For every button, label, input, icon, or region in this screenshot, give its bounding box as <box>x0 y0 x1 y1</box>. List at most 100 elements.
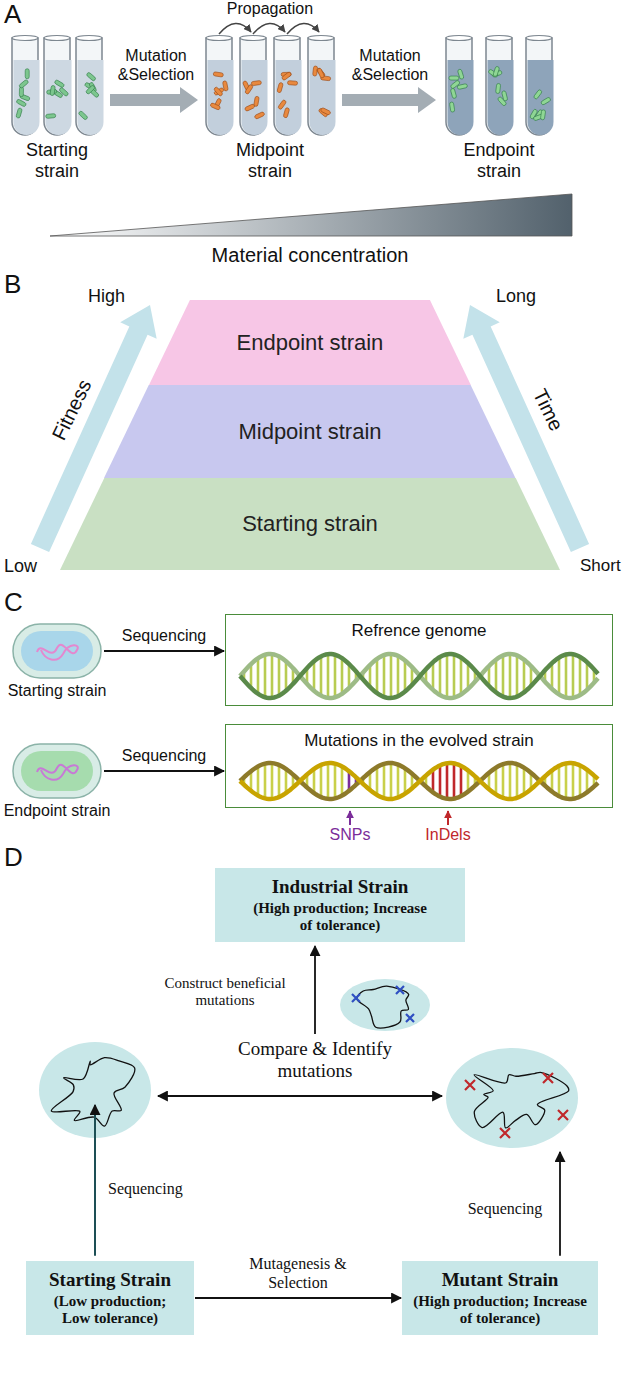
base-pair <box>565 763 568 798</box>
bacterium <box>281 72 291 81</box>
culture-liquid <box>242 60 268 135</box>
cell-label: Starting strain <box>0 682 114 700</box>
mutation-mark <box>406 1014 414 1022</box>
tube-rim <box>76 36 102 41</box>
dna-strand <box>240 654 598 698</box>
base-pair <box>334 764 337 799</box>
band-label: Starting strain <box>242 511 378 536</box>
culture-liquid <box>208 60 234 135</box>
tube-rim <box>240 36 266 41</box>
bacterium <box>59 87 69 97</box>
chromosome <box>37 765 78 780</box>
panel-letter: B <box>4 270 21 300</box>
bacterium <box>16 108 23 119</box>
fitness-band: Starting strain <box>60 478 560 570</box>
base-pair <box>383 764 386 798</box>
base-pair <box>264 764 267 799</box>
bacterium <box>254 96 260 107</box>
band-fill <box>104 385 515 478</box>
strain-title: Starting Strain <box>34 1269 186 1291</box>
base-pair <box>327 763 330 799</box>
culture-liquid <box>14 60 40 135</box>
bacterium <box>214 87 225 95</box>
compare-arrow <box>158 1095 442 1097</box>
base-pair <box>390 654 393 698</box>
tube-rim <box>274 36 300 41</box>
tube-rim <box>308 36 334 41</box>
cell-drawing <box>11 622 103 680</box>
mutation-label: InDels <box>413 826 483 844</box>
base-pair <box>516 764 519 798</box>
base-pair <box>502 764 505 798</box>
step-label: Sequencing <box>460 1200 550 1218</box>
bacterium <box>244 104 255 112</box>
strain-traits: (High production; Increase of tolerance) <box>413 1293 588 1328</box>
cell-drawing <box>11 742 103 800</box>
bacterium <box>457 84 468 90</box>
bacterium <box>278 99 287 109</box>
bacterium <box>496 83 501 93</box>
culture-liquid <box>310 60 336 135</box>
base-pair <box>446 763 449 799</box>
genome-strand <box>51 1058 135 1126</box>
fitness-band: Midpoint strain <box>104 385 515 478</box>
construct-arrow <box>314 946 316 1034</box>
culture-liquid <box>46 60 72 135</box>
process-arrow <box>110 87 198 113</box>
base-pair <box>376 767 379 795</box>
bacterium <box>78 111 88 121</box>
strain-traits: (High production; Increase of tolerance) <box>253 900 428 935</box>
base-pair <box>278 656 281 695</box>
indel-pointer <box>447 811 449 825</box>
bacterium <box>449 76 459 80</box>
concentration-wedge <box>50 194 572 236</box>
sequencing-arrow <box>94 1105 96 1256</box>
culture-liquid <box>488 60 514 135</box>
propagation-arrow <box>287 23 319 34</box>
base-pair <box>285 769 288 793</box>
cell-wall <box>13 624 101 678</box>
bacterial-cell: Endpoint strain <box>0 742 114 820</box>
bacterium <box>457 69 464 80</box>
strain-label: Endpoint strain <box>449 140 549 181</box>
culture-liquid <box>276 60 302 135</box>
base-pair <box>376 659 379 693</box>
box-title: Refrence genome <box>226 621 612 641</box>
bacterium <box>85 85 95 95</box>
bacterium <box>16 99 27 107</box>
base-pair <box>572 654 575 697</box>
tube-rim <box>206 36 232 41</box>
genome-box: Refrence genome <box>225 614 613 706</box>
base-pair <box>397 656 400 696</box>
base-pair <box>397 765 400 798</box>
bacterium <box>320 107 331 115</box>
strain-box: Mutant Strain(High production; Increase … <box>402 1261 598 1335</box>
tube-rim <box>446 36 472 41</box>
base-pair <box>495 660 498 693</box>
base-pair <box>390 763 393 799</box>
axis-end: Low <box>4 556 37 577</box>
axis-label: Material concentration <box>150 244 470 267</box>
base-pair <box>383 655 386 697</box>
base-pair <box>509 763 512 799</box>
bacterium <box>254 111 265 119</box>
base-pair <box>460 766 463 796</box>
bacterium <box>46 114 56 119</box>
dna-strand <box>240 654 598 698</box>
mutation-mark <box>500 1128 510 1138</box>
bacterial-cell: Starting strain <box>0 622 114 700</box>
bacterium <box>86 72 96 82</box>
panel-letter: A <box>4 0 21 30</box>
fitness-band: Endpoint strain <box>149 300 471 385</box>
band-label: Midpoint strain <box>238 419 381 444</box>
base-pair <box>271 763 274 799</box>
bacterium <box>316 67 325 77</box>
mutation-mark <box>352 994 360 1002</box>
base-pair <box>313 661 316 690</box>
propagation-arrow <box>253 23 285 34</box>
base-pair <box>516 655 519 696</box>
base-pair <box>264 655 267 698</box>
bacterium <box>213 72 223 77</box>
box-title: Mutations in the evolved strain <box>226 731 612 751</box>
